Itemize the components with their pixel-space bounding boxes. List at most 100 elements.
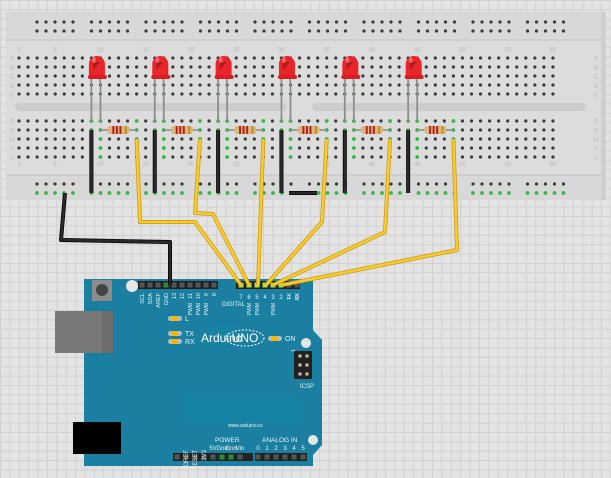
power-rail-hole[interactable]: [180, 182, 184, 186]
breadboard-hole[interactable]: [542, 128, 546, 132]
breadboard-hole[interactable]: [515, 83, 519, 87]
header-pin[interactable]: [294, 282, 300, 288]
breadboard-hole[interactable]: [515, 65, 519, 69]
power-rail-hole[interactable]: [53, 191, 57, 195]
power-rail-hole[interactable]: [71, 29, 75, 33]
breadboard-hole[interactable]: [370, 155, 374, 159]
power-rail-hole[interactable]: [552, 182, 557, 186]
breadboard-hole[interactable]: [126, 119, 130, 123]
breadboard-hole[interactable]: [424, 65, 428, 69]
breadboard-hole[interactable]: [451, 65, 455, 69]
breadboard-hole[interactable]: [144, 65, 148, 69]
breadboard-hole[interactable]: [135, 65, 139, 69]
power-rail-hole[interactable]: [280, 29, 284, 33]
breadboard-hole[interactable]: [488, 56, 492, 60]
breadboard-hole[interactable]: [316, 137, 320, 141]
breadboard-hole[interactable]: [261, 83, 265, 87]
breadboard-hole[interactable]: [334, 128, 338, 132]
breadboard-hole[interactable]: [116, 146, 121, 150]
power-rail-hole[interactable]: [171, 20, 175, 24]
breadboard-hole[interactable]: [542, 119, 546, 123]
breadboard-hole[interactable]: [116, 83, 121, 87]
power-rail-hole[interactable]: [153, 29, 157, 33]
breadboard-hole[interactable]: [62, 137, 66, 141]
power-rail-hole[interactable]: [362, 29, 366, 33]
breadboard-hole[interactable]: [361, 119, 365, 123]
breadboard-hole[interactable]: [497, 146, 501, 150]
breadboard-hole[interactable]: [207, 74, 211, 78]
breadboard-hole[interactable]: [506, 128, 510, 132]
breadboard-hole[interactable]: [35, 128, 39, 132]
breadboard-hole[interactable]: [98, 155, 103, 159]
breadboard-hole[interactable]: [460, 137, 465, 141]
power-rail-hole[interactable]: [543, 20, 548, 24]
breadboard-hole[interactable]: [334, 155, 338, 159]
breadboard-hole[interactable]: [325, 74, 329, 78]
breadboard-hole[interactable]: [234, 56, 238, 60]
breadboard-hole[interactable]: [297, 137, 302, 141]
power-rail-hole[interactable]: [198, 20, 203, 24]
breadboard-hole[interactable]: [524, 74, 528, 78]
breadboard-hole[interactable]: [189, 56, 193, 60]
breadboard-hole[interactable]: [515, 74, 519, 78]
power-rail-hole[interactable]: [498, 182, 502, 186]
breadboard-hole[interactable]: [35, 83, 39, 87]
breadboard-hole[interactable]: [533, 56, 537, 60]
breadboard-hole[interactable]: [334, 119, 338, 123]
breadboard-hole[interactable]: [361, 155, 365, 159]
breadboard-hole[interactable]: [361, 92, 365, 96]
breadboard-hole[interactable]: [524, 92, 528, 96]
power-rail-hole[interactable]: [416, 20, 421, 24]
breadboard-hole[interactable]: [252, 92, 256, 96]
pin3-signal-wire[interactable]: [272, 138, 392, 287]
breadboard-hole[interactable]: [261, 74, 265, 78]
breadboard-hole[interactable]: [243, 119, 247, 123]
breadboard-hole[interactable]: [497, 65, 501, 69]
header-pin[interactable]: [163, 282, 169, 288]
power-rail-hole[interactable]: [234, 182, 239, 186]
breadboard-hole[interactable]: [107, 146, 112, 150]
power-rail-hole[interactable]: [334, 191, 339, 195]
power-rail-hole[interactable]: [44, 182, 48, 186]
breadboard-hole[interactable]: [307, 65, 311, 69]
header-pin[interactable]: [183, 454, 189, 460]
power-rail-hole[interactable]: [343, 20, 348, 24]
breadboard-hole[interactable]: [234, 137, 238, 141]
breadboard-hole[interactable]: [107, 92, 112, 96]
gnd-to-arduino-wire[interactable]: [59, 192, 172, 285]
header-pin[interactable]: [187, 282, 193, 288]
breadboard-hole[interactable]: [44, 83, 48, 87]
power-rail-hole[interactable]: [216, 20, 221, 24]
power-rail-hole[interactable]: [471, 182, 475, 186]
led-3[interactable]: [215, 56, 232, 78]
breadboard-hole[interactable]: [98, 137, 103, 141]
breadboard-hole[interactable]: [433, 92, 437, 96]
breadboard-hole[interactable]: [189, 65, 193, 69]
breadboard-hole[interactable]: [17, 74, 21, 78]
breadboard-hole[interactable]: [62, 119, 66, 123]
power-rail-hole[interactable]: [434, 29, 439, 33]
breadboard-hole[interactable]: [297, 92, 302, 96]
breadboard-hole[interactable]: [361, 65, 365, 69]
breadboard-hole[interactable]: [44, 137, 48, 141]
header-pin[interactable]: [179, 282, 185, 288]
breadboard-hole[interactable]: [433, 155, 437, 159]
breadboard-hole[interactable]: [424, 146, 428, 150]
power-rail-hole[interactable]: [289, 182, 293, 186]
breadboard-hole[interactable]: [144, 155, 148, 159]
power-rail-hole[interactable]: [389, 20, 393, 24]
breadboard-hole[interactable]: [297, 83, 302, 87]
breadboard-hole[interactable]: [551, 56, 555, 60]
breadboard-hole[interactable]: [370, 74, 374, 78]
breadboard-hole[interactable]: [325, 83, 329, 87]
breadboard-hole[interactable]: [135, 92, 139, 96]
breadboard-hole[interactable]: [180, 137, 184, 141]
breadboard-hole[interactable]: [171, 119, 175, 123]
breadboard-hole[interactable]: [44, 146, 48, 150]
breadboard-hole[interactable]: [189, 146, 193, 150]
breadboard-hole[interactable]: [542, 92, 546, 96]
power-rail-hole[interactable]: [398, 20, 402, 24]
breadboard-hole[interactable]: [551, 74, 555, 78]
power-rail-hole[interactable]: [380, 20, 384, 24]
breadboard-hole[interactable]: [207, 83, 211, 87]
